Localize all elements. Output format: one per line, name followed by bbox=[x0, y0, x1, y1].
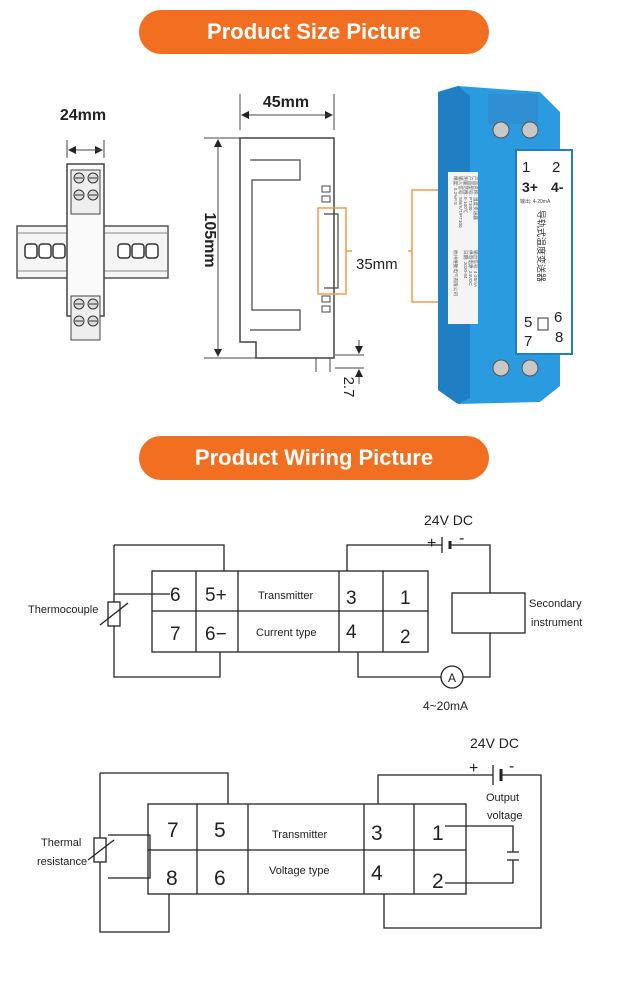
d2-supply: 24V DC bbox=[470, 735, 519, 751]
photo-terminal-6: 6 bbox=[554, 309, 562, 326]
d2-output-line1: Output bbox=[486, 792, 519, 804]
d2-center-line1: Transmitter bbox=[272, 829, 328, 841]
dim-bottom-gap: 2.7 bbox=[340, 377, 357, 398]
photo-label-line-8: 日期: 2020-04 bbox=[462, 250, 468, 279]
d1-terminal-6m: 6− bbox=[205, 624, 227, 645]
d2-terminal-8: 8 bbox=[166, 867, 178, 890]
photo-terminal-5: 5 bbox=[524, 314, 532, 331]
photo-terminal-1: 1 bbox=[522, 159, 530, 176]
d2-terminal-6: 6 bbox=[214, 867, 226, 890]
d1-sensor: Thermocouple bbox=[28, 604, 98, 616]
wiring-diagram-voltage bbox=[87, 765, 542, 933]
d2-plus: + bbox=[469, 760, 478, 777]
photo-terminal-4: 4- bbox=[551, 179, 564, 195]
photo-terminal-3: 3+ bbox=[522, 179, 538, 195]
photo-label-line-5: 精度: 0.2%F.S bbox=[452, 176, 459, 205]
photo-label-line-3: 测量范围: 0-100℃ bbox=[462, 176, 469, 214]
d2-center-line2: Voltage type bbox=[269, 865, 330, 877]
d1-center-line1: Transmitter bbox=[258, 590, 314, 602]
d2-sensor-line2: resistance bbox=[37, 856, 87, 868]
photo-terminal-8: 8 bbox=[555, 329, 563, 346]
dim-height: 105mm bbox=[201, 212, 218, 267]
photo-label-line-9: 杭州维勤电气有限公司 bbox=[452, 250, 459, 296]
d1-terminal-5: 5+ bbox=[205, 585, 227, 606]
d1-instrument-line1: Secondary bbox=[529, 598, 582, 610]
dim-width-side: 24mm bbox=[60, 107, 106, 124]
photo-label-line-1: 产品名称: 温度变送器 bbox=[472, 176, 479, 220]
photo-label-line-2: 产品型号: PT100 bbox=[467, 176, 474, 211]
front-profile-drawing: 45mm 105mm 35mm 2.7 bbox=[201, 94, 412, 397]
d2-sensor-line1: Thermal bbox=[41, 837, 81, 849]
d2-terminal-7: 7 bbox=[167, 819, 179, 842]
d2-terminal-4: 4 bbox=[371, 862, 383, 885]
d2-terminal-5: 5 bbox=[214, 819, 226, 842]
d2-terminal-2: 2 bbox=[432, 870, 444, 893]
wiring-diagram-current-labels: 24V DC + - Thermocouple 6 5+ 7 6− Transm… bbox=[28, 512, 582, 713]
d1-supply: 24V DC bbox=[424, 512, 473, 528]
product-photo: 1 2 3+ 4- 输出: 4-20mA 导轨式温度变送器 5 6 7 8 产品… bbox=[411, 86, 573, 404]
photo-terminal-2: 2 bbox=[552, 159, 560, 176]
d1-instrument-line2: instrument bbox=[531, 617, 582, 629]
d2-terminal-3: 3 bbox=[371, 822, 383, 845]
dim-width-front: 45mm bbox=[263, 94, 309, 111]
wiring-diagram-current bbox=[99, 537, 526, 689]
d1-terminal-4: 4 bbox=[346, 622, 357, 643]
side-view-drawing: 24mm bbox=[16, 107, 169, 341]
d1-center-line2: Current type bbox=[256, 627, 317, 639]
d2-output-line2: voltage bbox=[487, 810, 522, 822]
photo-output-note: 输出: 4-20mA bbox=[520, 198, 551, 205]
photo-label-line-7: 供电电源: 24VDC bbox=[467, 250, 474, 286]
photo-label-line-4: 输入信号: S/B/K/T/PT100 bbox=[457, 176, 464, 228]
d1-terminal-2: 2 bbox=[400, 627, 411, 648]
photo-label-line-6: 输出信号: 4-20mA bbox=[472, 250, 479, 288]
dim-rail: 35mm bbox=[356, 256, 398, 273]
d2-minus: - bbox=[509, 758, 514, 775]
wiring-diagram-voltage-labels: 24V DC + - Thermal resistance 7 5 8 6 Tr… bbox=[37, 735, 522, 893]
size-section-title: Product Size Picture bbox=[139, 10, 489, 54]
d1-minus: - bbox=[459, 530, 464, 547]
d1-current: 4~20mA bbox=[423, 699, 468, 713]
d1-terminal-7: 7 bbox=[170, 624, 181, 645]
d1-terminal-6: 6 bbox=[170, 585, 181, 606]
d2-terminal-1: 1 bbox=[432, 822, 444, 845]
d1-terminal-3: 3 bbox=[346, 588, 357, 609]
photo-terminal-7: 7 bbox=[524, 333, 532, 350]
photo-vertical-label: 导轨式温度变送器 bbox=[536, 210, 547, 282]
d1-terminal-1: 1 bbox=[400, 588, 411, 609]
wiring-section-title: Product Wiring Picture bbox=[139, 436, 489, 480]
d1-plus: + bbox=[427, 535, 436, 552]
d1-ammeter: A bbox=[448, 671, 456, 685]
